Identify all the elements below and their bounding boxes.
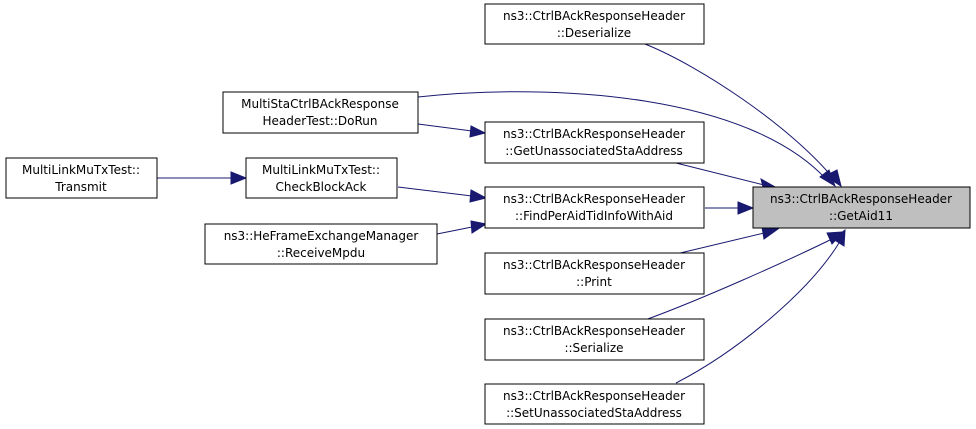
node-set-unassoc-line2: ::SetUnassociatedStaAddress <box>506 406 682 420</box>
edge-multista-dorun-to-getaid11 <box>417 91 836 188</box>
edge-transmit-to-check-block-ack <box>157 171 248 185</box>
node-receive-mpdu[interactable]: ns3::HeFrameExchangeManager ::ReceiveMpd… <box>204 223 438 265</box>
node-transmit[interactable]: MultiLinkMuTxTest:: Transmit <box>5 157 158 199</box>
edge-receive-mpdu-to-find-per-aid <box>436 220 488 235</box>
node-check-block-ack[interactable]: MultiLinkMuTxTest:: CheckBlockAck <box>245 157 398 199</box>
edge-set-unassoc-to-getaid11 <box>675 228 846 384</box>
node-transmit-line1: MultiLinkMuTxTest:: <box>22 163 140 177</box>
node-deserialize-line1: ns3::CtrlBAckResponseHeader <box>503 9 685 23</box>
node-find-per-aid-line2: ::FindPerAidTidInfoWithAid <box>515 209 673 223</box>
node-multista-dorun[interactable]: MultiStaCtrlBAckResponse HeaderTest::DoR… <box>222 91 419 134</box>
edge-multista-dorun-to-get-unassoc <box>417 123 487 138</box>
node-check-block-ack-line1: MultiLinkMuTxTest:: <box>262 163 380 177</box>
node-get-unassoc-line1: ns3::CtrlBAckResponseHeader <box>503 127 685 141</box>
node-serialize-line2: ::Serialize <box>564 341 623 355</box>
node-getaid11[interactable]: ns3::CtrlBAckResponseHeader ::GetAid11 <box>752 186 971 229</box>
node-deserialize[interactable]: ns3::CtrlBAckResponseHeader ::Deserializ… <box>484 3 705 45</box>
node-print[interactable]: ns3::CtrlBAckResponseHeader ::Print <box>484 252 705 295</box>
edge-find-per-aid-to-getaid11 <box>705 201 755 215</box>
node-print-line2: ::Print <box>576 275 612 289</box>
node-print-line1: ns3::CtrlBAckResponseHeader <box>503 258 685 272</box>
node-serialize-line1: ns3::CtrlBAckResponseHeader <box>503 324 685 338</box>
node-check-block-ack-line2: CheckBlockAck <box>276 180 367 194</box>
node-multista-dorun-line1: MultiStaCtrlBAckResponse <box>241 97 399 111</box>
node-set-unassoc-line1: ns3::CtrlBAckResponseHeader <box>503 389 685 403</box>
node-set-unassoc[interactable]: ns3::CtrlBAckResponseHeader ::SetUnassoc… <box>484 383 705 425</box>
node-deserialize-line2: ::Deserialize <box>557 26 631 40</box>
edge-check-block-ack-to-find-per-aid <box>397 186 488 203</box>
edge-print-to-getaid11 <box>675 226 780 255</box>
node-receive-mpdu-line2: ::ReceiveMpdu <box>277 246 365 260</box>
node-get-unassoc[interactable]: ns3::CtrlBAckResponseHeader ::GetUnassoc… <box>484 121 705 164</box>
node-find-per-aid[interactable]: ns3::CtrlBAckResponseHeader ::FindPerAid… <box>484 186 705 229</box>
node-serialize[interactable]: ns3::CtrlBAckResponseHeader ::Serialize <box>484 318 705 361</box>
node-transmit-line2: Transmit <box>54 180 107 194</box>
node-receive-mpdu-line1: ns3::HeFrameExchangeManager <box>224 229 419 243</box>
node-getaid11-line2: ::GetAid11 <box>829 209 893 223</box>
node-get-unassoc-line2: ::GetUnassociatedStaAddress <box>505 144 683 158</box>
node-getaid11-line1: ns3::CtrlBAckResponseHeader <box>770 192 952 206</box>
node-multista-dorun-line2: HeaderTest::DoRun <box>262 114 377 128</box>
node-find-per-aid-line1: ns3::CtrlBAckResponseHeader <box>503 192 685 206</box>
